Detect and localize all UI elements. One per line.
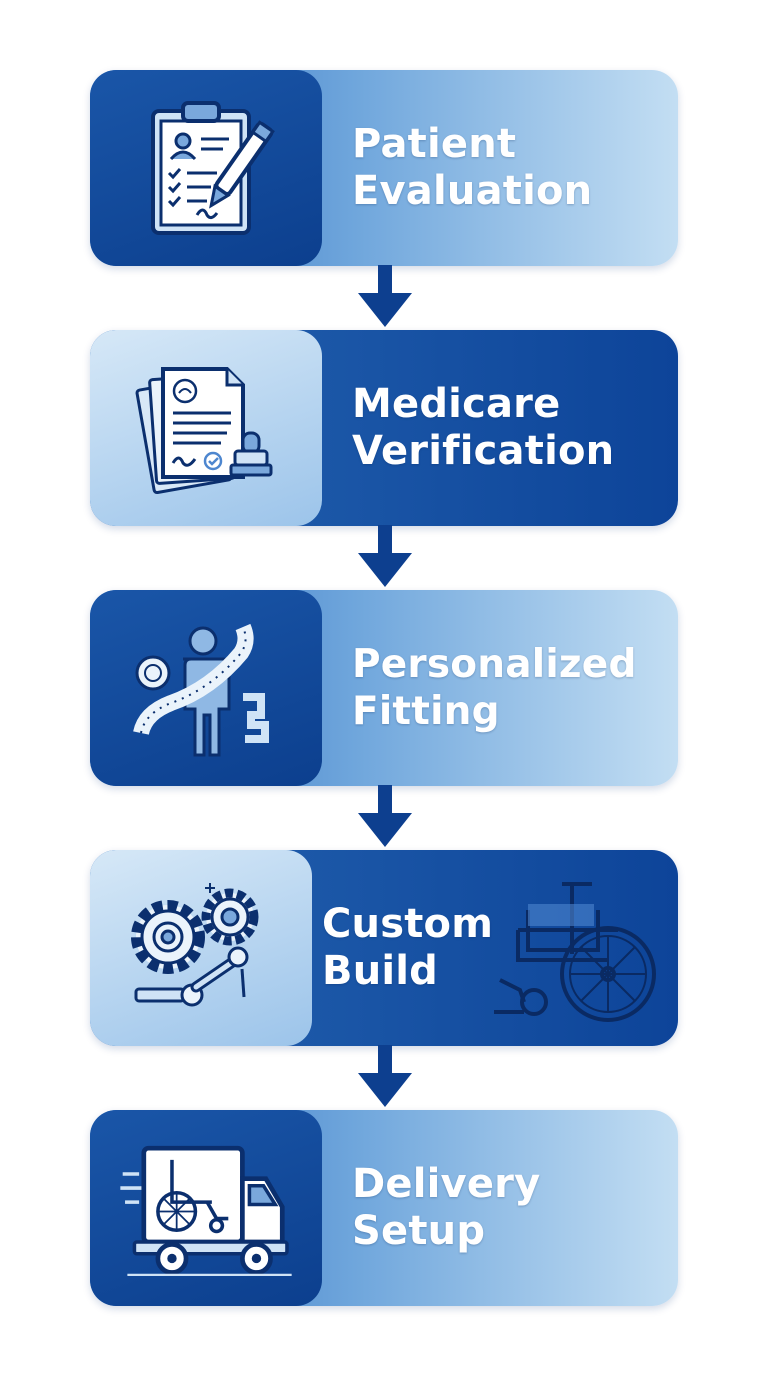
delivery-truck-icon bbox=[120, 1145, 292, 1277]
step-delivery-setup: Delivery Setup bbox=[90, 1110, 678, 1306]
step-custom-build: Custom Build bbox=[90, 850, 678, 1046]
step-2-label: Medicare Verification bbox=[352, 330, 614, 526]
step-2-title-line-1: Medicare bbox=[352, 381, 561, 427]
step-3-icon-box bbox=[90, 590, 322, 786]
step-5-label: Delivery Setup bbox=[352, 1110, 540, 1306]
step-2-icon-box bbox=[90, 330, 322, 526]
step-3-title-line-2: Fitting bbox=[352, 689, 500, 734]
step-5-title-line-1: Delivery bbox=[352, 1161, 541, 1207]
documents-stamp-icon bbox=[135, 367, 273, 495]
gears-wrench-icon bbox=[131, 883, 259, 1007]
step-patient-evaluation: Patient Evaluation bbox=[90, 70, 678, 266]
arrow-down-icon bbox=[358, 525, 412, 587]
step-4-title-line-2: Build bbox=[322, 948, 439, 994]
step-1-title-line-1: Patient bbox=[352, 121, 517, 167]
arrow-down-icon bbox=[358, 1045, 412, 1107]
step-1-label: Patient Evaluation bbox=[352, 70, 592, 266]
step-1-title-line-2: Evaluation bbox=[352, 168, 593, 214]
step-medicare-verification: Medicare Verification bbox=[90, 330, 678, 526]
step-personalized-fitting: Personalized Fitting bbox=[90, 590, 678, 786]
wheelchair-icon bbox=[494, 882, 656, 1022]
step-5-title-line-2: Setup bbox=[352, 1208, 486, 1254]
step-3-title-line-1: Personalized bbox=[352, 642, 637, 687]
step-2-title-line-2: Verification bbox=[352, 428, 615, 474]
arrow-down-icon bbox=[358, 785, 412, 847]
step-5-icon-box bbox=[90, 1110, 322, 1306]
clipboard-icon bbox=[151, 101, 275, 235]
measuring-tape-person-icon bbox=[133, 623, 269, 757]
step-3-label: Personalized Fitting bbox=[352, 590, 637, 786]
step-1-icon-box bbox=[90, 70, 322, 266]
step-4-title-line-1: Custom bbox=[322, 901, 494, 947]
step-4-icon-box bbox=[90, 850, 312, 1046]
arrow-down-icon bbox=[358, 265, 412, 327]
step-4-label: Custom Build bbox=[322, 850, 493, 1046]
